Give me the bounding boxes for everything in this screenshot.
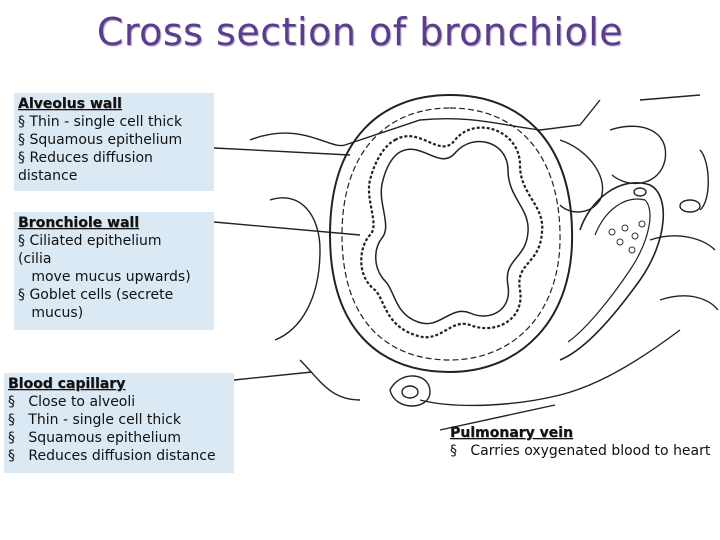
capillary-line: § Thin - single cell thick [8, 412, 181, 428]
alveolus-line: distance [18, 168, 78, 184]
leader-line [233, 371, 313, 381]
blood-cell [638, 220, 646, 228]
capillary-ring [679, 199, 701, 213]
alveolus-outline [419, 329, 681, 407]
blood-cell [608, 228, 616, 236]
alveolus-wall-box: Alveolus wall § Thin - single cell thick… [14, 93, 214, 191]
blood-capillary-box: Blood capillary § Close to alveoli § Thi… [4, 373, 234, 473]
capillary-line: § Reduces diffusion distance [8, 448, 216, 464]
pulmonary-vein-label: Pulmonary vein § Carries oxygenated bloo… [450, 424, 720, 460]
alveolus-outline [389, 375, 431, 407]
leader-line [439, 404, 556, 431]
alveolus-outline [609, 125, 667, 185]
bronchiole-line: mucus) [18, 305, 84, 321]
alveolus-line: § Squamous epithelium [18, 132, 183, 148]
alveolus-heading: Alveolus wall [18, 96, 122, 112]
pulmonary-heading: Pulmonary vein [450, 425, 573, 441]
alveolus-outline [299, 359, 361, 401]
capillary-line: § Close to alveoli [8, 394, 136, 410]
bronchiole-middle-wall [341, 107, 561, 361]
bronchiole-line: (cilia [18, 251, 52, 267]
page-title: Cross section of bronchiole [96, 10, 624, 54]
capillary-heading: Blood capillary [8, 376, 126, 392]
alveolus-outline [249, 99, 601, 147]
alveolus-line: § Thin - single cell thick [18, 114, 183, 130]
alveolus-outline [269, 197, 321, 341]
alveolus-outline [639, 94, 709, 211]
bronchiole-line: § Ciliated epithelium [18, 233, 162, 249]
bronchiole-outer-wall [328, 93, 574, 374]
capillary-ring [633, 187, 647, 197]
alveolus-line: § Reduces diffusion [18, 150, 153, 166]
blood-cell [631, 232, 639, 240]
alveolus-outline [649, 235, 719, 311]
capillary-ring [401, 385, 419, 399]
alveolus-outline [559, 139, 604, 213]
bronchiole-line: § Goblet cells (secrete [18, 287, 174, 303]
epithelium-outer [360, 126, 544, 339]
blood-cell [628, 246, 636, 254]
pulmonary-line: § Carries oxygenated blood to heart [450, 443, 711, 459]
leader-line [213, 221, 361, 236]
pulmonary-vessel [567, 198, 651, 343]
epithelium-inner [375, 140, 529, 325]
bronchiole-line: move mucus upwards) [18, 269, 191, 285]
blood-cell [616, 238, 624, 246]
bronchiole-wall-box: Bronchiole wall § Ciliated epithelium (c… [14, 212, 214, 330]
blood-cell [621, 224, 629, 232]
leader-line [213, 147, 351, 156]
capillary-line: § Squamous epithelium [8, 430, 182, 446]
bronchiole-heading: Bronchiole wall [18, 215, 139, 231]
pulmonary-vessel [559, 182, 665, 361]
